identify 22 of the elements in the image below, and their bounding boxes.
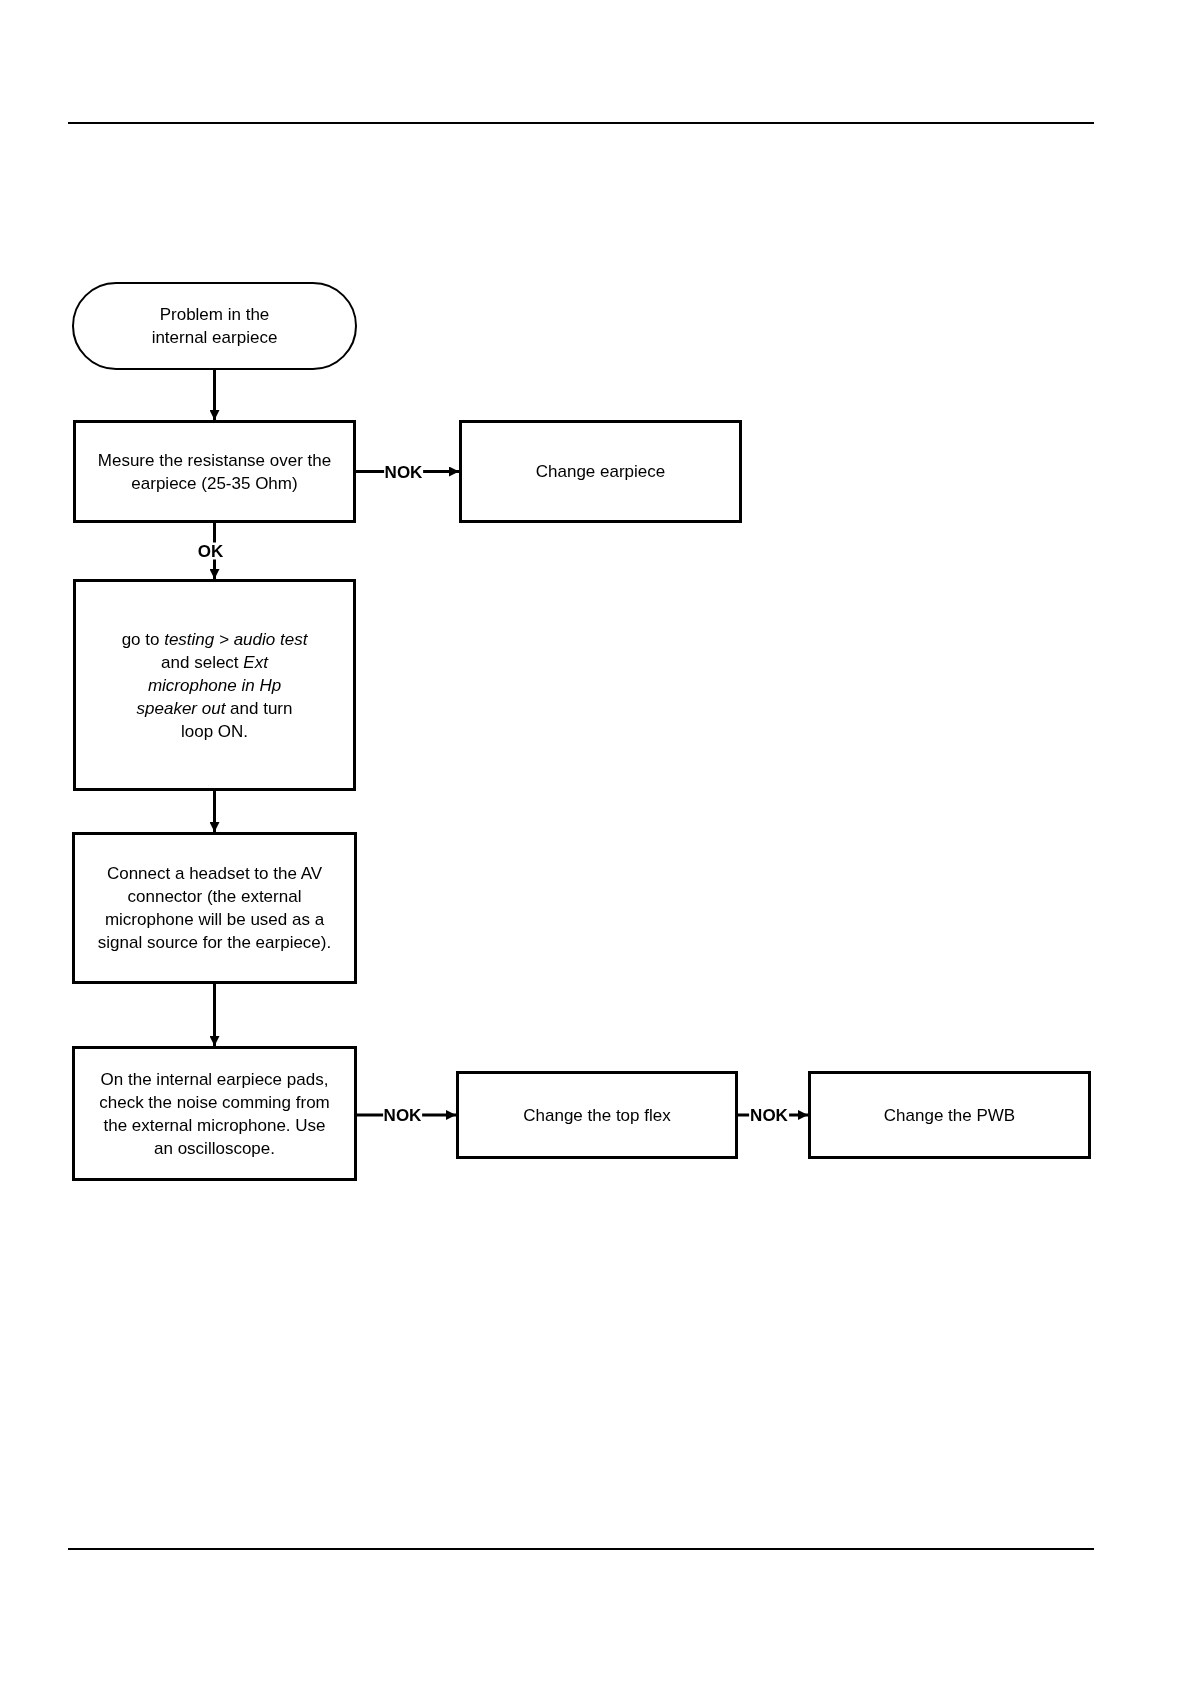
process-box [72,1046,357,1181]
step-text: Change the PWB [883,1104,1016,1127]
edge-label: NOK [749,1106,789,1124]
step-text: Problem in the internal earpiece [150,304,279,349]
edge-label: OK [196,542,225,560]
step-text: Change earpiece [535,461,666,483]
process-box [456,1071,738,1159]
edge-label: NOK [382,1106,423,1124]
step-text: Connect a headset to the AV connector (the external microphone will be used as a signal source for the earpiece). [96,863,333,954]
step-text: go to testing > audio test and select Ext microphone in Hp speaker out and turn loop ON. [120,628,309,743]
step-text: Change the top flex [523,1104,671,1127]
process-box [73,420,356,523]
process-box [808,1071,1091,1159]
arrow [209,984,220,1046]
process-box [73,579,356,791]
edge-label: NOK [383,463,424,480]
arrow [209,370,220,420]
step-text: On the internal earpiece pads, check the noise comming from the external microphone. Use an oscilloscope. [98,1068,331,1160]
arrow [209,791,220,832]
step-text: Mesure the resistanse over the earpiece (25-35 Ohm) [96,449,333,495]
process-box [459,420,742,523]
process-box [72,832,357,984]
